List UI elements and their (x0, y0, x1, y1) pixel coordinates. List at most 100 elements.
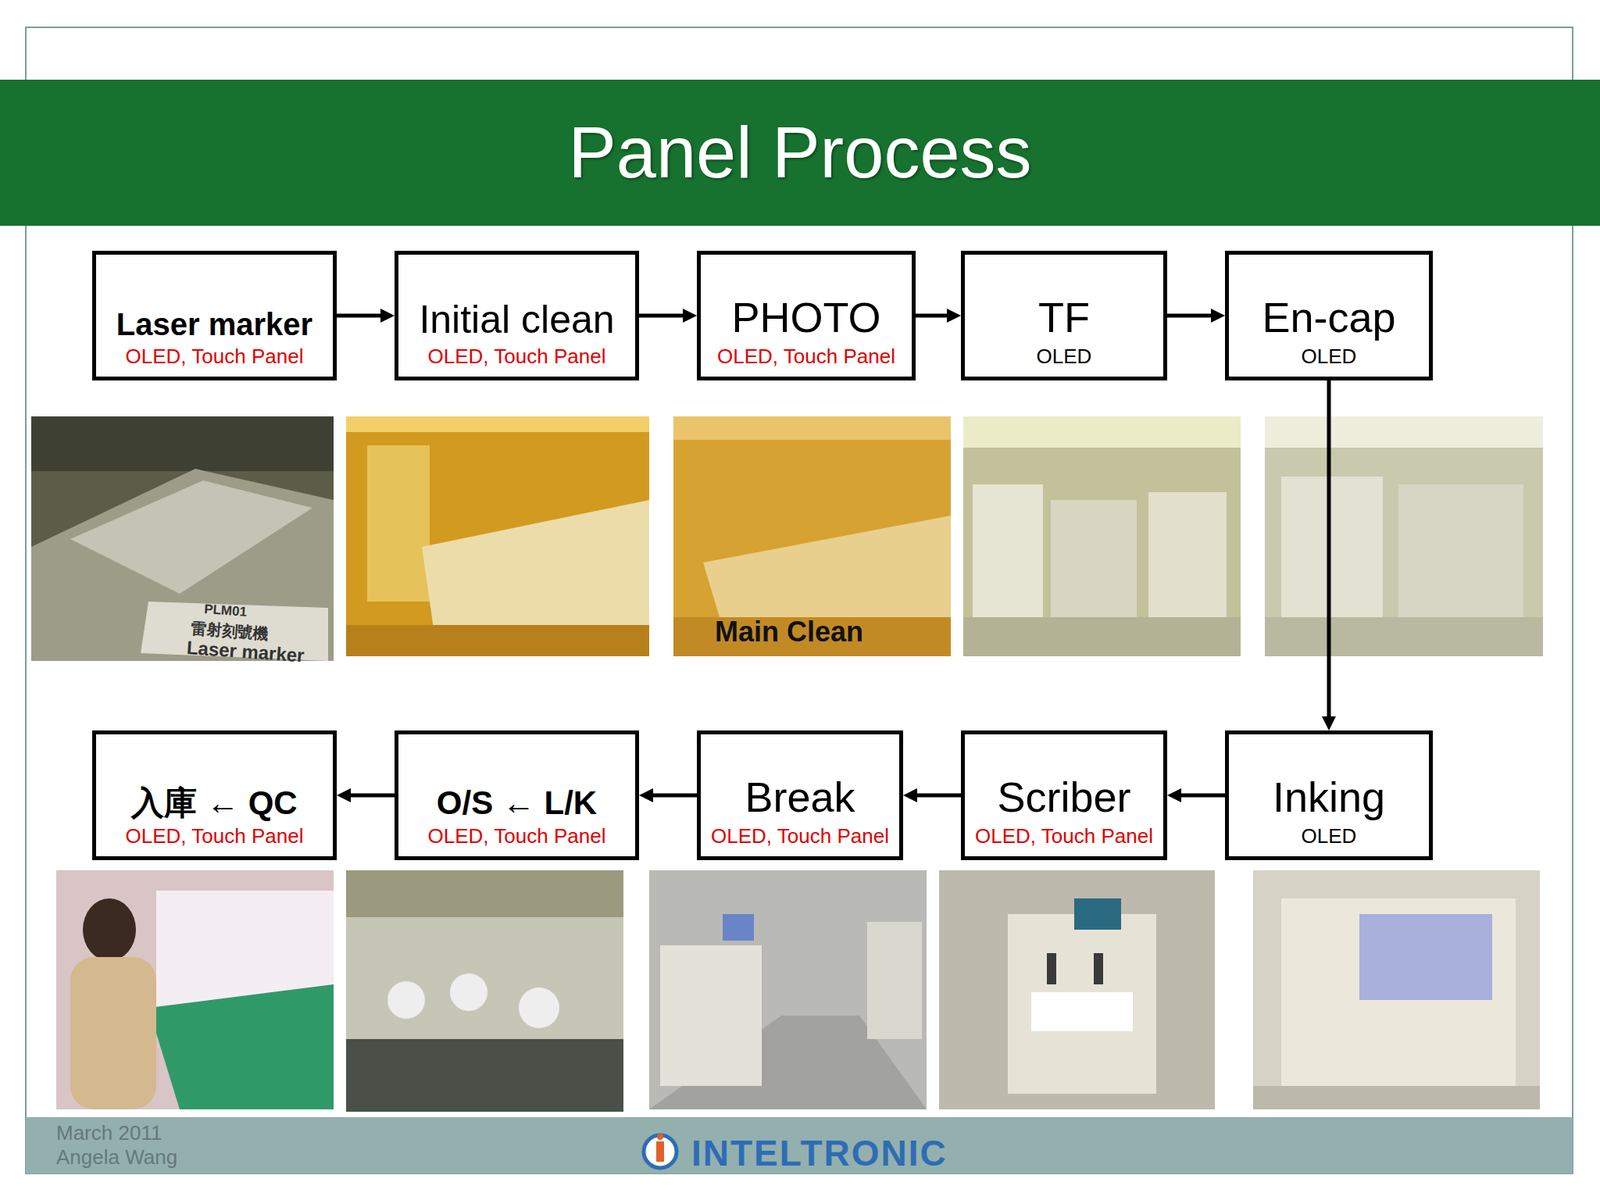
footer-date: March 2011 (56, 1121, 162, 1146)
flow-arrow (915, 314, 947, 318)
flow-arrow (1181, 793, 1225, 798)
footer-author: Angela Wang (56, 1145, 178, 1170)
photo-fill (1264, 416, 1543, 657)
machine-label: Laser marker (185, 636, 305, 667)
slide-title: Panel Process (0, 79, 1600, 226)
photo-machine (1281, 476, 1383, 618)
photo-floor (346, 625, 650, 657)
product-tag: OLED (1036, 344, 1093, 369)
photo-worker (450, 973, 488, 1011)
photo-worker (387, 981, 425, 1019)
product-tag: OLED, Touch Panel (125, 824, 304, 849)
process-box: BreakOLED, Touch Panel (696, 730, 904, 861)
photo-machine (1148, 492, 1227, 618)
photo-monitor (1074, 898, 1122, 930)
product-tag: OLED, Touch Panel (717, 344, 896, 369)
photo-fill (963, 416, 1241, 657)
photo-monitor (722, 914, 754, 941)
photo-machine (972, 484, 1043, 618)
photo-rack (367, 445, 430, 602)
photo-machine (1398, 484, 1524, 618)
company-name: INTELTRONIC (691, 1132, 948, 1175)
photo-head (1046, 953, 1057, 985)
step-name: Break (744, 774, 855, 821)
company-logo (643, 1133, 677, 1168)
flow-arrow (336, 314, 381, 318)
photo-benches (346, 1039, 624, 1112)
process-box: En-capOLED (1225, 250, 1433, 381)
photo-table (1031, 992, 1133, 1032)
photo-floor (1264, 617, 1543, 657)
photo-fill (56, 870, 334, 1110)
photo-machine (1281, 898, 1516, 1086)
machine-id: PLM01 (203, 601, 248, 621)
step-name: PHOTO (731, 294, 881, 341)
photo-person-body (70, 957, 157, 1110)
photo-qc (56, 870, 334, 1110)
process-box: TFOLED (960, 250, 1168, 381)
photo-machine (867, 921, 922, 1040)
flow-arrow (350, 793, 395, 798)
process-box: ScriberOLED, Touch Panel (960, 730, 1168, 861)
step-name: Inking (1272, 774, 1386, 821)
photo-scriber (939, 870, 1215, 1110)
logo-ring (643, 1135, 677, 1168)
footer-band (25, 1117, 1573, 1174)
photo-en-cap (1264, 416, 1543, 657)
photo-head (1093, 953, 1104, 985)
process-box: Initial cleanOLED, Touch Panel (394, 250, 640, 381)
flow-arrow (1327, 380, 1332, 717)
product-tag: OLED, Touch Panel (428, 824, 607, 849)
process-box: O/S ← L/KOLED, Touch Panel (394, 730, 640, 861)
product-tag: OLED, Touch Panel (710, 824, 890, 849)
photo-floor (1253, 1085, 1540, 1110)
photo-ceiling (346, 870, 624, 918)
product-tag: OLED, Touch Panel (428, 344, 607, 369)
photo-worker (518, 987, 560, 1029)
photo-person-head (82, 898, 136, 961)
process-box: Laser markerOLED, Touch Panel (92, 250, 337, 381)
photo-fill (1253, 870, 1540, 1110)
photo-floor (963, 617, 1241, 657)
photo-fill (649, 870, 927, 1110)
photo-glass (1359, 914, 1493, 1000)
step-name: En-cap (1261, 294, 1396, 341)
photo-ceiling (1264, 416, 1543, 448)
logo-dot (657, 1133, 664, 1140)
photo-fill (346, 416, 650, 657)
photo-fill (673, 416, 951, 657)
photo-main-clean (673, 416, 951, 657)
photo-fill (346, 870, 624, 1112)
photo-machine (660, 945, 762, 1086)
photo-machine (1050, 500, 1137, 618)
header-band (0, 79, 1600, 226)
step-name: Scriber (996, 774, 1131, 821)
photo-machine (70, 480, 313, 594)
flow-arrow (917, 793, 961, 798)
step-name: Initial clean (418, 298, 615, 342)
photo-laser-marker (31, 416, 334, 661)
product-tag: OLED, Touch Panel (975, 824, 1154, 849)
photo-machine (1007, 914, 1157, 1094)
photo-ceiling (673, 416, 951, 440)
process-box: InkingOLED (1225, 730, 1433, 861)
photo-caption: Main Clean (714, 615, 864, 649)
photo-initial-clean (346, 416, 650, 657)
product-tag: OLED (1301, 824, 1358, 849)
photo-ceiling (963, 416, 1241, 448)
step-name: O/S ← L/K (436, 785, 597, 822)
step-name: Laser marker (116, 307, 313, 342)
process-box: 入庫 ← QCOLED, Touch Panel (92, 730, 337, 861)
logo-bar (656, 1141, 665, 1162)
photo-os-lk (346, 870, 624, 1112)
step-name: 入庫 ← QC (131, 785, 297, 822)
photo-ceiling (346, 416, 650, 433)
process-box: PHOTO OLED, Touch Panel (696, 250, 916, 381)
photo-tf (963, 416, 1241, 657)
flow-arrow (1167, 314, 1211, 318)
photo-table (31, 468, 334, 661)
photo-inking (1253, 870, 1540, 1110)
photo-fill (31, 416, 334, 661)
